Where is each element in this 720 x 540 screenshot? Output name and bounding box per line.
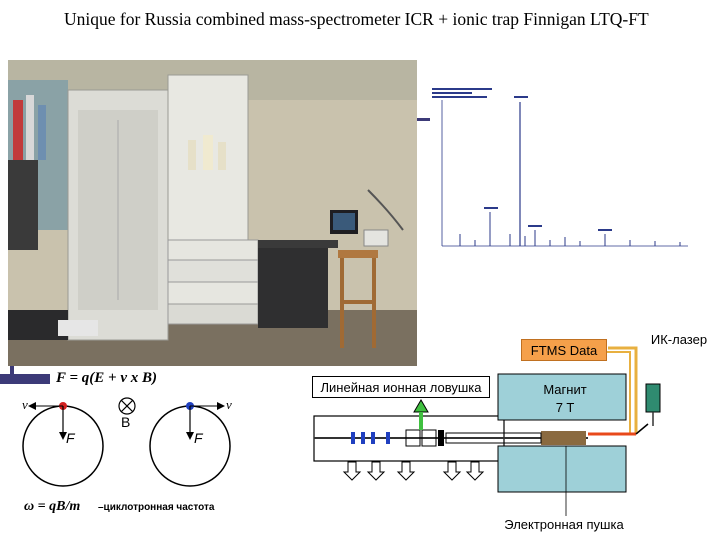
slide-title: Unique for Russia combined mass-spectrom… xyxy=(64,9,649,29)
magnet-label: Магнит xyxy=(543,381,587,397)
magnet-field-label: 7 T xyxy=(555,399,575,415)
instrument-photo-illustration xyxy=(8,60,417,366)
electron-gun-label: Электронная пушка xyxy=(504,516,624,532)
instrument-schematic xyxy=(313,346,661,516)
velocity-label-left: v xyxy=(22,397,28,412)
decorative-bar xyxy=(0,374,50,384)
ir-laser-label: ИК-лазер xyxy=(650,331,708,347)
mass-spectrum-image xyxy=(430,84,692,264)
lorentz-force-formula: F = q(E + v x B) xyxy=(56,370,157,386)
force-label-left: F xyxy=(66,430,75,446)
cyclotron-caption: –циклотронная частота xyxy=(98,502,215,513)
magnetic-field-label: B xyxy=(121,414,131,430)
velocity-label-right: v xyxy=(226,397,232,412)
magnetic-field-symbol xyxy=(118,397,136,415)
cyclotron-formula: ω = qB/m xyxy=(24,499,81,514)
instrument-photo xyxy=(8,60,417,366)
force-label-right: F xyxy=(194,430,203,446)
ftms-data-label: FTMS Data xyxy=(521,339,607,361)
cyclotron-motion-diagram xyxy=(22,397,231,487)
linear-trap-label: Линейная ионная ловушка xyxy=(312,376,490,398)
mass-spectrum-plot xyxy=(430,84,692,264)
